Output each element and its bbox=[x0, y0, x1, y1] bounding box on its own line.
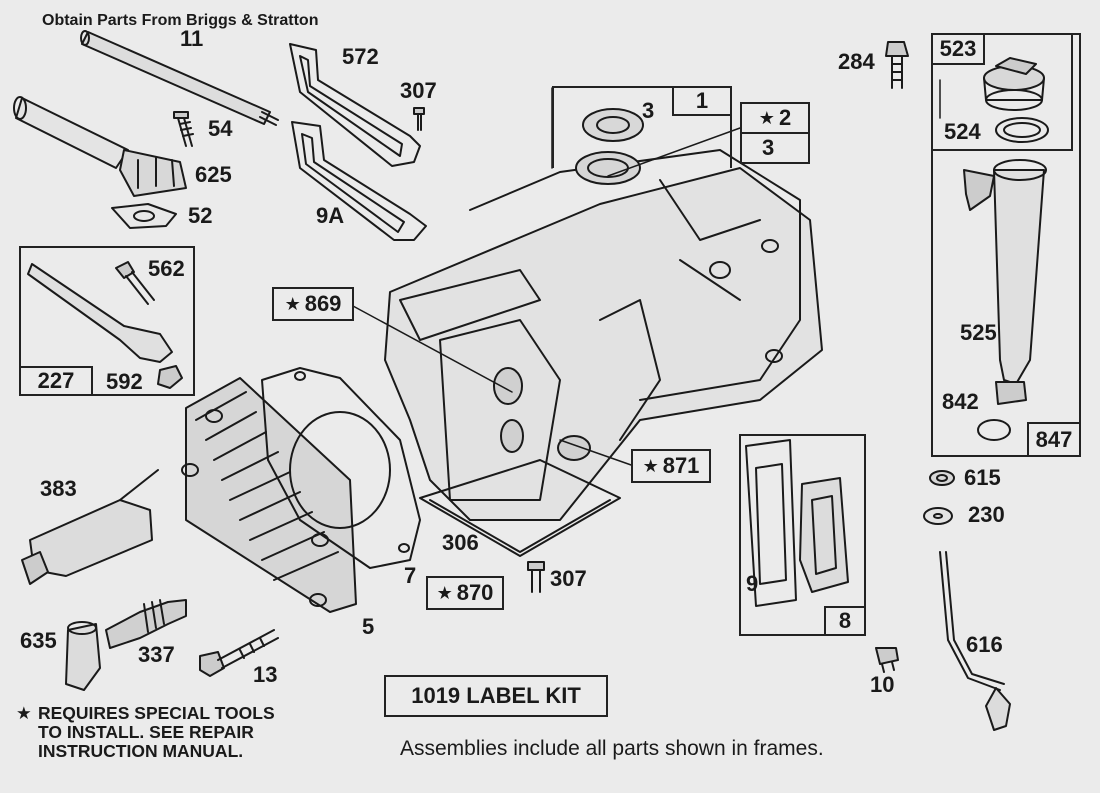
label-kit-box: 1019 LABEL KIT bbox=[384, 675, 608, 717]
star-icon: ★ bbox=[16, 703, 32, 723]
part-8-cover-drawing bbox=[799, 477, 849, 593]
part-307a-screw-drawing bbox=[413, 107, 425, 131]
star-icon: ★ bbox=[642, 455, 659, 476]
part-383-wire-drawing bbox=[21, 469, 159, 585]
part-615-washer-drawing bbox=[929, 470, 955, 486]
part-label-9: 9 bbox=[746, 571, 759, 596]
part-label-10: 10 bbox=[870, 672, 895, 697]
part-5-cylinder-head-drawing bbox=[181, 377, 357, 613]
part-label-307-bottom: 307 bbox=[550, 566, 587, 591]
frame-label-8: 8 bbox=[824, 606, 866, 636]
part-52-gasket-drawing bbox=[111, 203, 177, 229]
part-label-625: 625 bbox=[195, 162, 232, 187]
part-label-13: 13 bbox=[253, 662, 278, 687]
part-label-562: 562 bbox=[148, 256, 185, 281]
part-label-307-top: 307 bbox=[400, 78, 437, 103]
note-line-1: REQUIRES SPECIAL TOOLS bbox=[38, 703, 275, 723]
frame-label-1: 1 bbox=[672, 86, 732, 116]
part-9a-gasket-drawing bbox=[291, 121, 427, 241]
special-tools-note: ★ REQUIRES SPECIAL TOOLS TO INSTALL. SEE … bbox=[16, 704, 275, 761]
part-label-7: 7 bbox=[404, 563, 417, 588]
part-label-284: 284 bbox=[838, 49, 875, 74]
part-616-rod-drawing bbox=[939, 551, 1011, 731]
frame-label-871: ★871 bbox=[631, 449, 711, 483]
frame-label-869: ★869 bbox=[272, 287, 354, 321]
frame-869-number: 869 bbox=[304, 291, 342, 316]
part-3-seal-drawing bbox=[582, 108, 644, 142]
part-306-gasket-drawing bbox=[419, 459, 621, 557]
part-842-oring-drawing bbox=[977, 419, 1011, 441]
part-label-592: 592 bbox=[106, 369, 143, 394]
part-307b-screw-drawing bbox=[527, 561, 545, 593]
part-337-spark-plug-drawing bbox=[105, 599, 187, 649]
part-230-washer-drawing bbox=[923, 507, 953, 525]
note-line-3: INSTRUCTION MANUAL. bbox=[38, 741, 244, 761]
part-label-635: 635 bbox=[20, 628, 57, 653]
part-54-screw-drawing bbox=[173, 111, 194, 147]
part-11-tube-drawing bbox=[80, 30, 279, 126]
note-line-2: TO INSTALL. SEE REPAIR bbox=[38, 722, 254, 742]
assemblies-note: Assemblies include all parts shown in fr… bbox=[400, 737, 824, 760]
part-label-9a: 9A bbox=[316, 203, 345, 228]
frame-label-523: 523 bbox=[931, 33, 985, 65]
part-572-gasket-drawing bbox=[289, 43, 421, 167]
frame-label-2-sub: 3 bbox=[740, 132, 810, 164]
frame-1-box bbox=[552, 86, 732, 168]
page-header: Obtain Parts From Briggs & Stratton bbox=[42, 12, 319, 29]
part-label-524: 524 bbox=[944, 119, 981, 144]
frame-524-inner-box bbox=[931, 33, 1073, 151]
part-label-337: 337 bbox=[138, 642, 175, 667]
part-635-boot-drawing bbox=[65, 621, 101, 691]
part-10-screw-drawing bbox=[875, 647, 899, 673]
part-525-tube-drawing bbox=[963, 159, 1047, 405]
part-227-lever-drawing bbox=[27, 261, 183, 389]
frame-label-870: ★870 bbox=[426, 576, 504, 610]
frame-label-847: 847 bbox=[1027, 422, 1081, 457]
star-icon: ★ bbox=[284, 293, 301, 314]
part-label-616: 616 bbox=[966, 632, 1003, 657]
part-label-11: 11 bbox=[180, 26, 204, 51]
frame-870-number: 870 bbox=[456, 580, 494, 605]
part-label-842: 842 bbox=[942, 389, 979, 414]
part-label-54: 54 bbox=[208, 116, 233, 141]
frame-label-2: ★2 bbox=[740, 102, 810, 134]
frame-8-box bbox=[739, 434, 866, 636]
part-label-615: 615 bbox=[964, 465, 1001, 490]
part-625-breather-drawing bbox=[13, 96, 187, 197]
part-284-screw-drawing bbox=[885, 41, 909, 89]
frame-label-227: 227 bbox=[19, 366, 93, 396]
part-13-bolt-drawing bbox=[199, 629, 279, 677]
part-label-383: 383 bbox=[40, 476, 77, 501]
part-label-572: 572 bbox=[342, 44, 379, 69]
frame-2-number: 2 bbox=[778, 105, 792, 130]
part-label-306: 306 bbox=[442, 530, 479, 555]
part-label-5: 5 bbox=[362, 614, 375, 639]
part-9-gasket-drawing bbox=[745, 439, 797, 607]
star-icon: ★ bbox=[436, 582, 453, 603]
frame-871-number: 871 bbox=[662, 453, 700, 478]
frame-227-box bbox=[19, 246, 195, 396]
crankcase-block-drawing bbox=[384, 149, 823, 553]
star-icon: ★ bbox=[758, 107, 775, 128]
part-label-525: 525 bbox=[960, 320, 997, 345]
part-524-oring-drawing bbox=[995, 117, 1049, 143]
part-label-3: 3 bbox=[642, 98, 655, 123]
part-523-cap-drawing bbox=[983, 57, 1045, 111]
part-label-52: 52 bbox=[188, 203, 213, 228]
part-7-head-gasket-drawing bbox=[261, 367, 421, 569]
part-label-230: 230 bbox=[968, 502, 1005, 527]
